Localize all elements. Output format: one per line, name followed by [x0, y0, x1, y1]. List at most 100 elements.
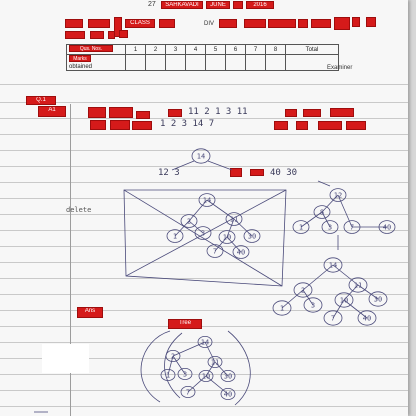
- hw-line-2: 1 2 3 14 7: [160, 119, 215, 129]
- hw-line-1: 11 2 1 3 11: [188, 107, 248, 117]
- tree-node-label: 3: [201, 230, 205, 238]
- bottom-tree-edge: [167, 355, 174, 376]
- right-bottom-tree-edge: [332, 299, 345, 319]
- redacted-date-label: [311, 19, 331, 28]
- tree-node-label: 40: [237, 249, 245, 257]
- right-top-tree-node: [313, 205, 331, 219]
- hw-sequence-left: 12 3: [158, 168, 180, 178]
- bottom-tree-node: [220, 387, 236, 400]
- right-bottom-tree-edge: [357, 284, 379, 300]
- redacted-hw-5: [285, 109, 297, 117]
- hw-sequence-right: 40 30: [270, 168, 298, 178]
- tree-node-label: 10: [223, 234, 231, 242]
- tree-node-label: 1: [280, 305, 284, 313]
- tree-node-label: 1: [166, 372, 170, 380]
- sequence-edge: [207, 160, 233, 171]
- tree-node-label: 11: [230, 216, 238, 224]
- redacted-div: [219, 19, 237, 28]
- tree-node-label: 7: [186, 389, 190, 397]
- redacted-date-3: [366, 17, 376, 27]
- redacted-line2-b: [90, 31, 104, 39]
- margin-line: [70, 104, 71, 416]
- bottom-tree-node: [197, 335, 213, 348]
- sketch-diagonal: [123, 189, 283, 287]
- tree-node-label: 10: [340, 297, 348, 305]
- tree-node-label: 14: [203, 197, 211, 205]
- redacted-subject: [268, 19, 296, 28]
- tree-node-label: 1: [173, 233, 177, 241]
- bottom-tree-edge: [205, 375, 229, 395]
- redacted-class-value: [159, 19, 175, 28]
- redacted-hw-14: [346, 121, 366, 130]
- sketch-tree-node: [194, 226, 212, 240]
- bottom-tree-edge: [204, 341, 216, 363]
- sketch-tree-node: [180, 214, 198, 228]
- right-top-tree-node: [378, 220, 396, 234]
- tree-node-label: 40: [224, 391, 232, 399]
- redacted-line2-a: [65, 31, 85, 39]
- redacted-year: 2016: [246, 1, 274, 9]
- sketch-tree-edge: [214, 236, 228, 252]
- bottom-tree-node: [198, 369, 214, 382]
- right-bottom-tree-node: [293, 282, 313, 298]
- redacted-hw-4: [168, 109, 182, 117]
- right-bottom-tree-node: [334, 292, 354, 308]
- right-bottom-tree-node: [348, 277, 368, 293]
- margin-note: delete: [66, 206, 92, 214]
- marks-row-label: Marks obtained: [66, 54, 126, 71]
- tree-node-label: 30: [374, 296, 382, 304]
- tree-node-label: 3: [183, 371, 187, 379]
- curved-arrow: [227, 330, 251, 406]
- right-bottom-tree-edge: [302, 264, 334, 291]
- right-bottom-tree-edge: [302, 289, 314, 306]
- right-top-tree-node: [292, 220, 310, 234]
- div-label: DIV: [204, 21, 215, 27]
- sketch-tree-node: [166, 229, 184, 243]
- right-bottom-tree-node: [303, 297, 323, 313]
- tree-node-label: 8: [320, 209, 324, 217]
- bottom-tree-node: [180, 385, 196, 398]
- right-bottom-tree-node: [357, 310, 377, 326]
- redacted-roll-label: [65, 19, 83, 28]
- question-number-box: Q.1: [26, 96, 56, 105]
- tree-node-label: 14: [329, 262, 337, 270]
- tree-node-label: 3: [328, 224, 332, 232]
- tree-node-label: 30: [224, 373, 232, 381]
- sequence-edge: [171, 160, 195, 171]
- sketch-tree-node: [218, 230, 236, 244]
- marks-row: Marks obtained: [66, 54, 339, 71]
- right-top-tree-edge: [321, 194, 339, 213]
- right-bottom-tree-node: [323, 257, 343, 273]
- sketch-tree-edge: [226, 218, 235, 238]
- blank-patch: [42, 344, 89, 373]
- tree-node-label: 1: [299, 224, 303, 232]
- redacted-date-2: [352, 17, 360, 27]
- tree-node-label: 14: [197, 153, 205, 161]
- bottom-tree-edge: [214, 361, 229, 377]
- sketch-diagonal: [125, 189, 287, 277]
- redacted-hw-9: [110, 120, 130, 130]
- sketch-tree-node: [198, 193, 216, 207]
- right-top-tree-node: [321, 220, 339, 234]
- redacted-seq-arrow: [250, 169, 264, 176]
- tree-node-label: 40: [363, 315, 371, 323]
- redacted-roll-extra: [114, 17, 122, 37]
- marks-table: Qus. Nos. 1 2 3 4 5 6 7 8 Total Marks ob…: [66, 44, 339, 71]
- class-label-box: CLASS: [125, 19, 155, 28]
- redacted-name: SAHKAVADI: [161, 1, 203, 9]
- right-top-tree-node: [343, 220, 361, 234]
- redacted-hw-2: [109, 107, 133, 118]
- header-number: 27: [148, 1, 156, 8]
- answer-label-box: A1: [38, 106, 66, 117]
- redacted-month: JUNE: [206, 1, 230, 9]
- redacted-hw-7: [330, 108, 354, 117]
- tree-node-label: 2: [171, 353, 175, 361]
- redacted-subject-2: [298, 19, 308, 28]
- marks-row-label-2: obtained: [69, 64, 93, 70]
- redacted-hw-1: [88, 107, 106, 118]
- bottom-tree-edge: [205, 361, 216, 377]
- redacted-year-a: [233, 1, 243, 9]
- tree-node-label: 7: [331, 315, 335, 323]
